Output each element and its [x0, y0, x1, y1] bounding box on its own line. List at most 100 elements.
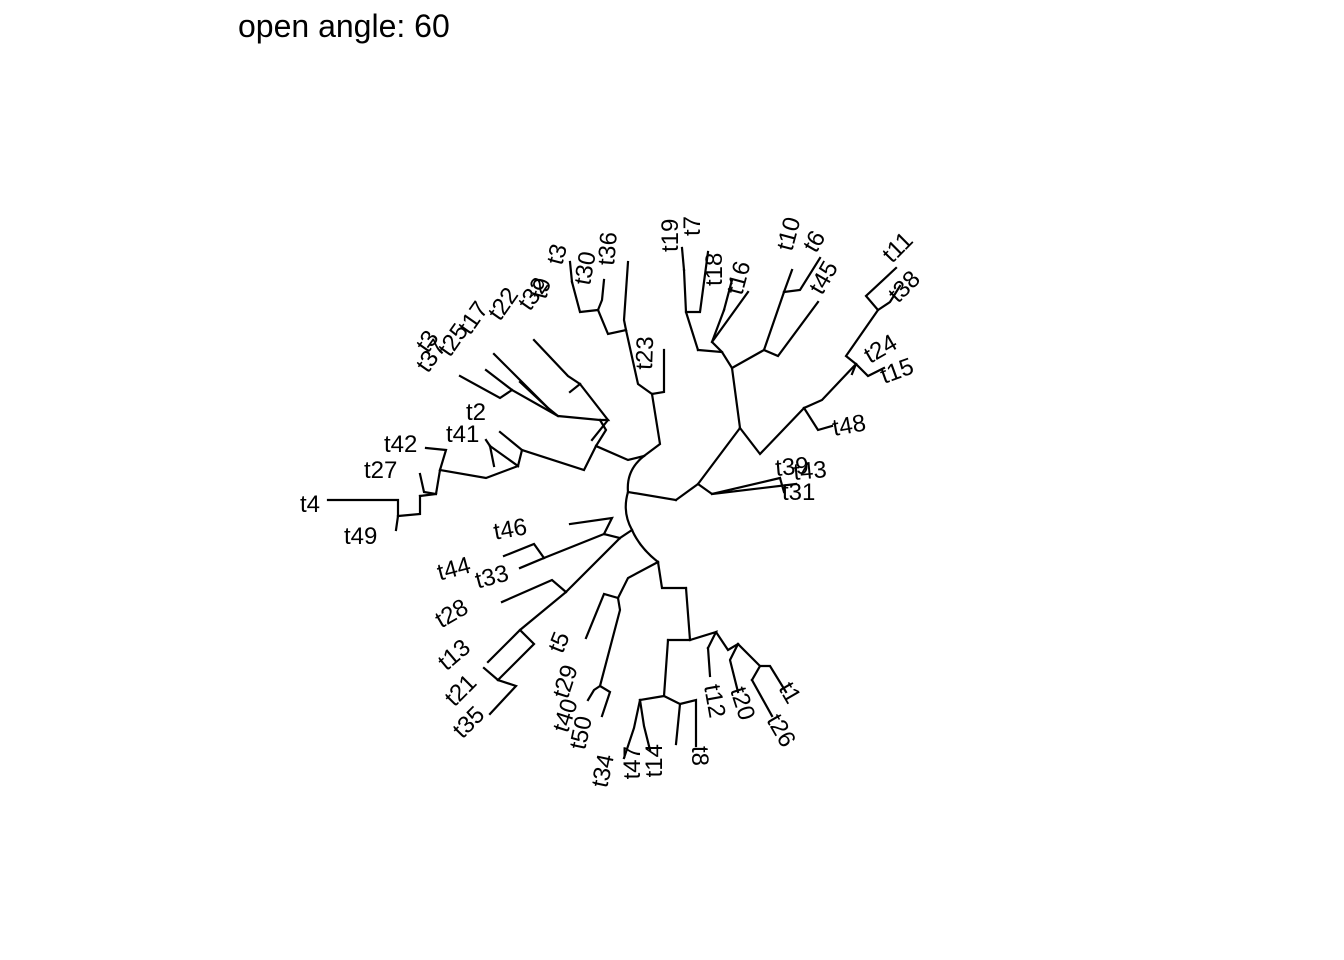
branch-segment: [616, 560, 660, 600]
branch-segment: [802, 362, 858, 410]
tip-label: t43: [792, 456, 828, 486]
branch-segment: [736, 642, 762, 682]
branch-segment: [482, 666, 500, 682]
tip-label: t48: [830, 410, 868, 442]
tip-label: t31: [782, 479, 815, 506]
branch-segment: [778, 476, 786, 494]
branch-segment: [488, 444, 496, 468]
branch-segment: [630, 528, 660, 564]
branch-segment: [688, 630, 719, 650]
tip-label: t41: [446, 421, 479, 448]
tip-label: t18: [701, 253, 728, 286]
tip-label: t12: [698, 682, 730, 720]
tip-label: t36: [593, 231, 623, 267]
branch-segment: [568, 260, 574, 284]
branch-segment: [502, 542, 546, 560]
branch-segment: [638, 638, 670, 702]
branch-segment: [598, 596, 622, 688]
branch-segment: [418, 472, 438, 496]
tip-label: t11: [877, 227, 918, 268]
branch-segment: [590, 418, 610, 442]
tip-label: t33: [472, 560, 511, 595]
branch-segment: [326, 498, 400, 518]
branch-segment: [518, 556, 546, 570]
branch-segment: [492, 352, 550, 410]
branch-segment: [710, 308, 726, 354]
branch-segment: [622, 698, 642, 760]
branch-segment: [662, 694, 682, 746]
branch-segment: [656, 560, 688, 590]
tip-label: t1: [773, 678, 806, 709]
branch-segment: [714, 630, 740, 652]
branch-segment: [626, 490, 678, 502]
branch-segment: [458, 374, 514, 400]
tip-label: t30: [569, 249, 601, 287]
tip-label: t8: [686, 746, 713, 766]
branch-segment: [728, 642, 740, 694]
branch-segment: [584, 592, 620, 640]
branch-segment: [710, 290, 750, 344]
branch-segment: [844, 308, 880, 366]
branch-segment: [596, 308, 628, 336]
branch-segment: [758, 664, 788, 694]
branch-segment: [706, 646, 712, 678]
tip-label: t5: [543, 628, 576, 657]
branch-segment: [666, 586, 692, 642]
tip-label: t29: [548, 662, 584, 702]
tip-label: t3: [542, 241, 573, 267]
branch-segment: [594, 444, 646, 462]
branch-segment: [782, 256, 822, 294]
branch-segment: [484, 368, 514, 392]
branch-segment: [674, 482, 700, 502]
branch-segment: [638, 698, 652, 752]
figure-title: open angle: 60: [238, 8, 450, 44]
tip-label: t45: [804, 257, 844, 299]
tip-label: t44: [434, 552, 473, 587]
branch-segment: [438, 464, 520, 480]
branch-segment: [498, 430, 524, 452]
branch-segment: [696, 366, 742, 486]
branch-segment: [684, 250, 710, 314]
branch-segment: [488, 444, 524, 468]
branch-segment: [682, 268, 700, 352]
tip-label: t27: [364, 457, 397, 484]
tip-label: t7: [679, 216, 706, 236]
branch-segment: [850, 362, 858, 376]
branch-segment: [696, 348, 734, 370]
tip-label: t20: [724, 684, 760, 724]
tip-label: t39: [774, 452, 810, 482]
tip-label: t14: [641, 744, 668, 777]
branch-segment: [738, 406, 806, 456]
branch-segment: [782, 268, 794, 294]
branch-segment: [568, 516, 614, 536]
branch-segment: [722, 278, 734, 312]
branch-segment: [762, 300, 820, 358]
tip-label: t10: [772, 214, 807, 253]
branch-segment: [570, 280, 600, 314]
branch-segment: [594, 418, 608, 448]
branch-segment: [578, 382, 611, 422]
branch-segment: [622, 260, 630, 332]
branch-segment: [564, 528, 634, 594]
tip-label: t13: [433, 634, 476, 676]
branch-segment: [484, 438, 492, 448]
tip-label: t4: [300, 491, 320, 518]
branch-segment: [394, 514, 400, 532]
tip-label: t42: [384, 431, 417, 458]
branch-segment: [650, 348, 666, 396]
branch-segment: [642, 392, 662, 458]
tip-label: t28: [431, 594, 473, 634]
branch-segment: [568, 382, 582, 394]
branch-segment: [586, 684, 602, 702]
branch-segment: [876, 284, 902, 312]
branch-segment: [854, 362, 886, 378]
branch-segment: [802, 406, 834, 432]
branch-segment: [396, 494, 422, 518]
tip-label: t47: [619, 746, 646, 779]
tip-label: t19: [657, 219, 684, 252]
tip-label: t26: [761, 710, 801, 752]
tip-label: t34: [587, 752, 620, 790]
branch-segment: [678, 698, 698, 748]
branch-segment: [864, 266, 898, 312]
